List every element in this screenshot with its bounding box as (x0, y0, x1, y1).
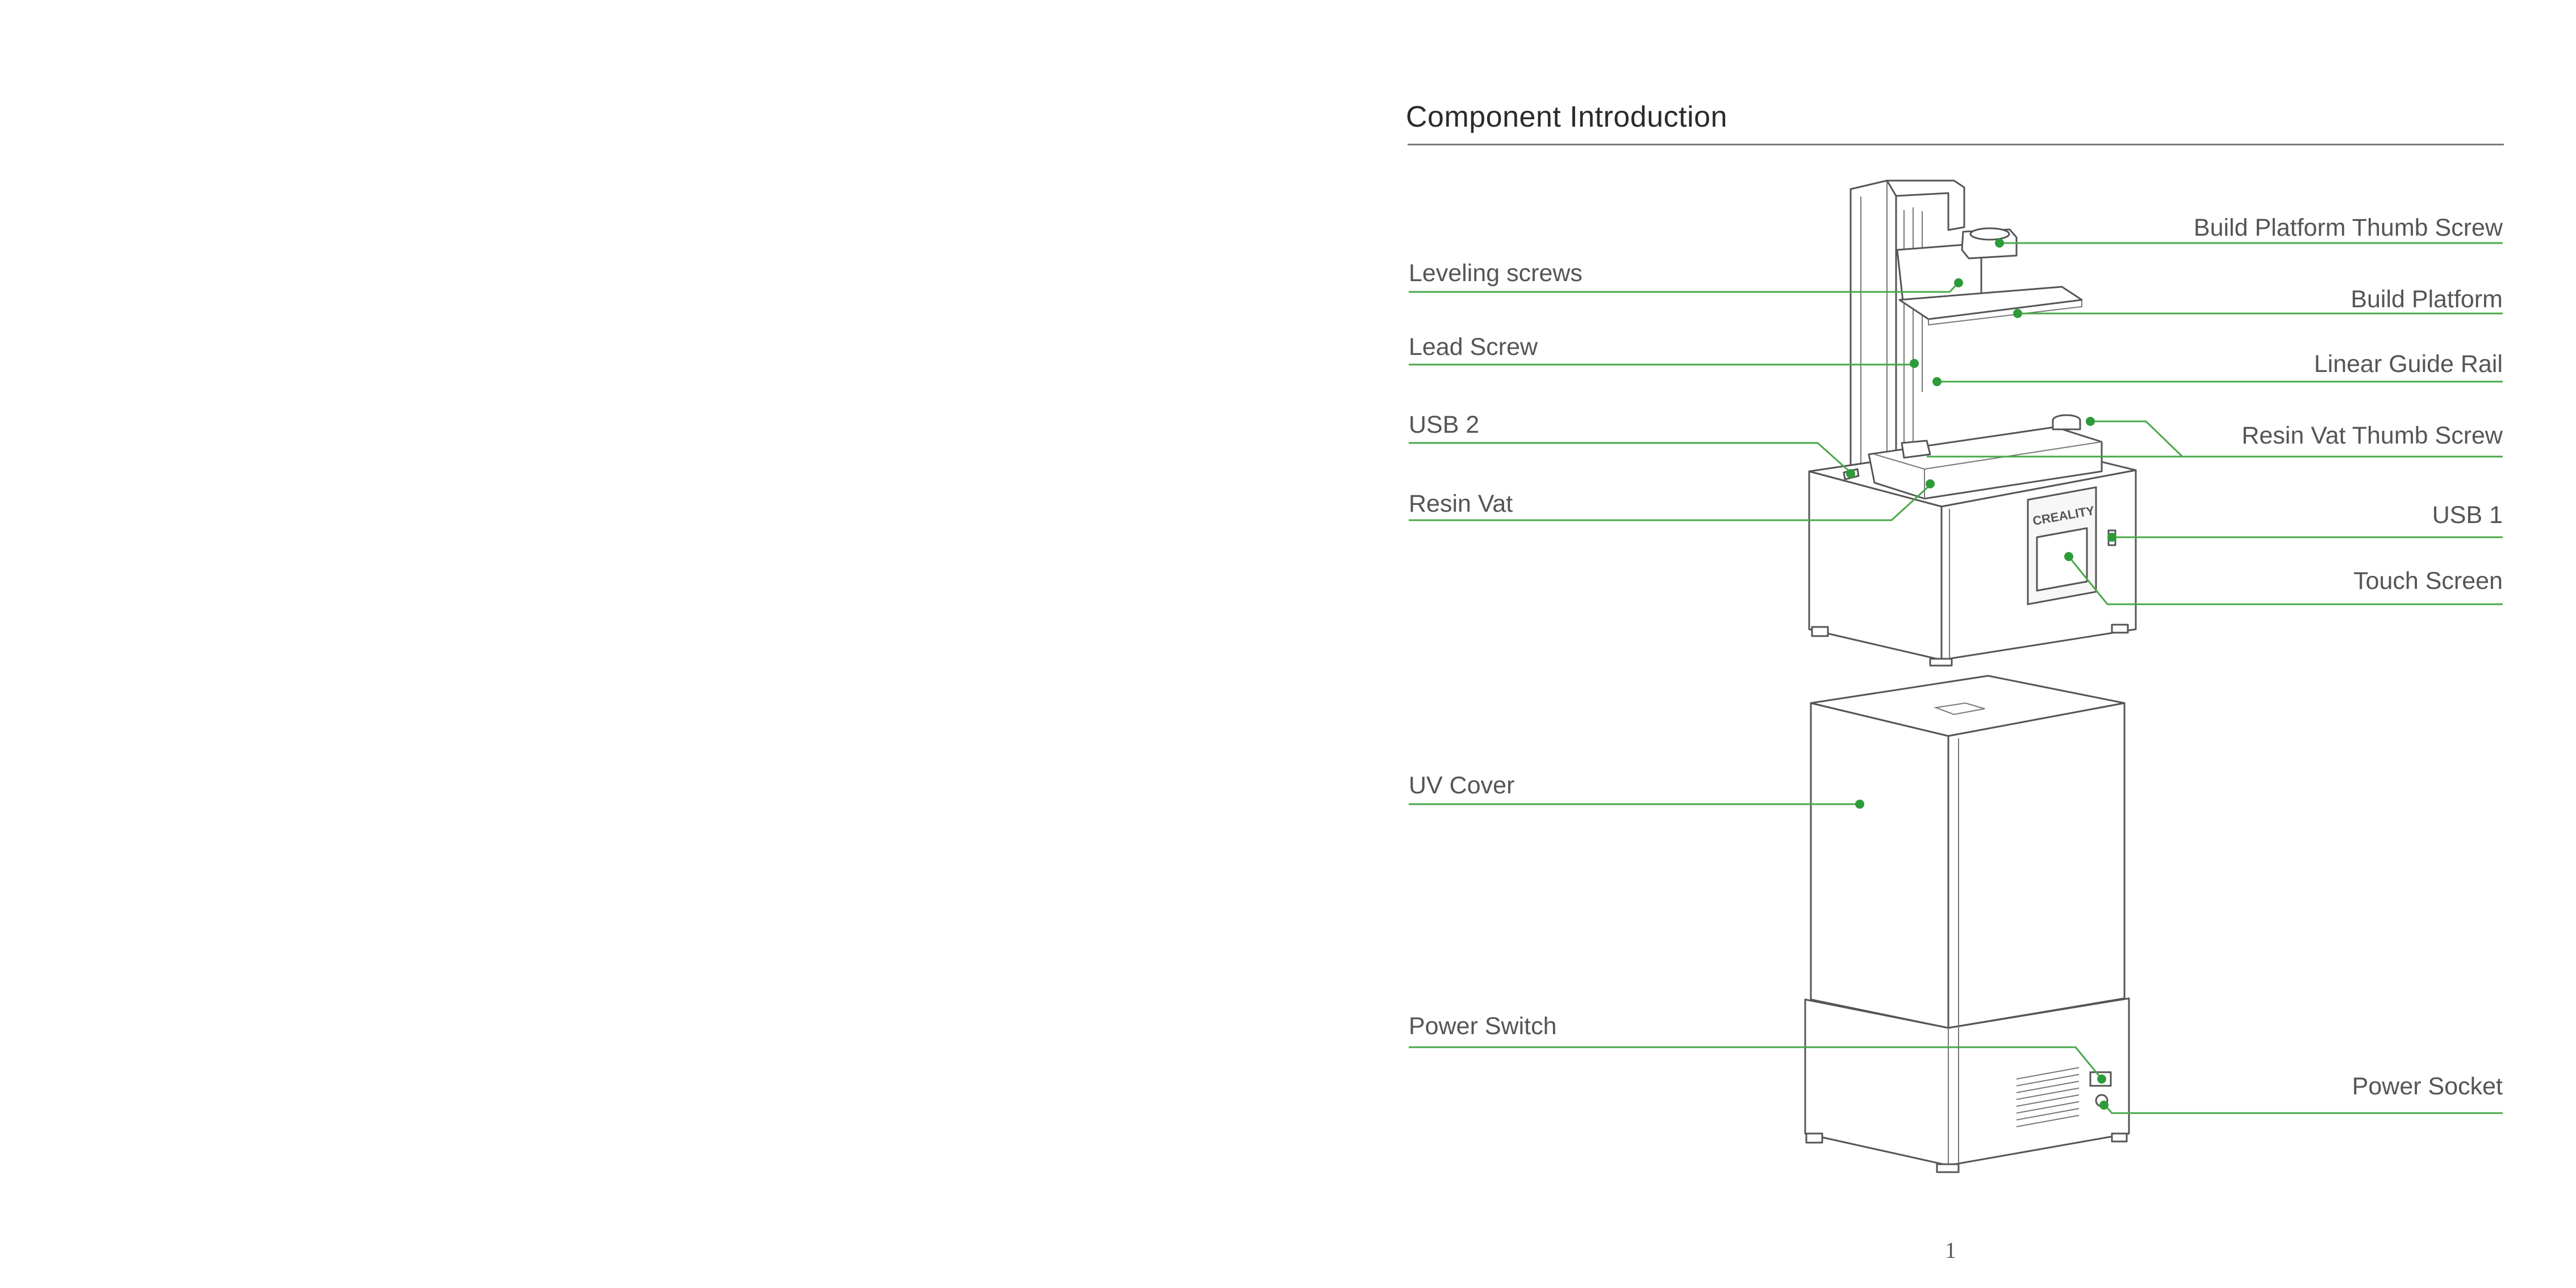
power-socket-marker (2099, 1101, 2109, 1110)
label-leveling-screws: Leveling screws (1409, 260, 1583, 287)
label-touch-screen: Touch Screen (2353, 567, 2503, 595)
resin-vat-marker (1926, 479, 1935, 488)
uv-cover-marker (1855, 800, 1864, 809)
label-resin-vat: Resin Vat (1409, 490, 1513, 517)
touch-screen-marker (2064, 552, 2073, 561)
vent-grille (2016, 1067, 2080, 1127)
power-switch-marker (2097, 1074, 2106, 1084)
printer-illustration: CREALITY (1804, 179, 2137, 1173)
page-title: Component Introduction (1406, 101, 1728, 133)
label-linear-guide-rail: Linear Guide Rail (2314, 350, 2503, 378)
leveling-screws-marker (1954, 278, 1963, 287)
label-uv-cover: UV Cover (1409, 772, 1515, 799)
label-build-platform-thumb-screw: Build Platform Thumb Screw (2193, 214, 2503, 241)
label-power-socket: Power Socket (2352, 1073, 2503, 1100)
vat-thumb-screw-marker (2086, 417, 2095, 426)
usb1-marker (2107, 533, 2116, 542)
thumb-screw-marker (1995, 239, 2004, 248)
page-number: 1 (1945, 1237, 1956, 1263)
label-lead-screw: Lead Screw (1409, 333, 1538, 361)
build-platform-marker (2013, 309, 2022, 318)
blank-left-page (0, 0, 1288, 1288)
leader-lines (1409, 239, 2503, 1114)
usb2-marker (1846, 469, 1855, 478)
title-rule (1408, 144, 2504, 145)
label-resin-vat-thumb-screw: Resin Vat Thumb Screw (2241, 422, 2503, 449)
label-power-switch: Power Switch (1409, 1013, 1557, 1040)
label-build-platform: Build Platform (2350, 286, 2503, 313)
label-usb1: USB 1 (2432, 501, 2503, 529)
label-usb2: USB 2 (1409, 411, 1480, 438)
guide-rail-marker (1932, 377, 1942, 386)
lead-screw-marker (1910, 359, 1919, 368)
